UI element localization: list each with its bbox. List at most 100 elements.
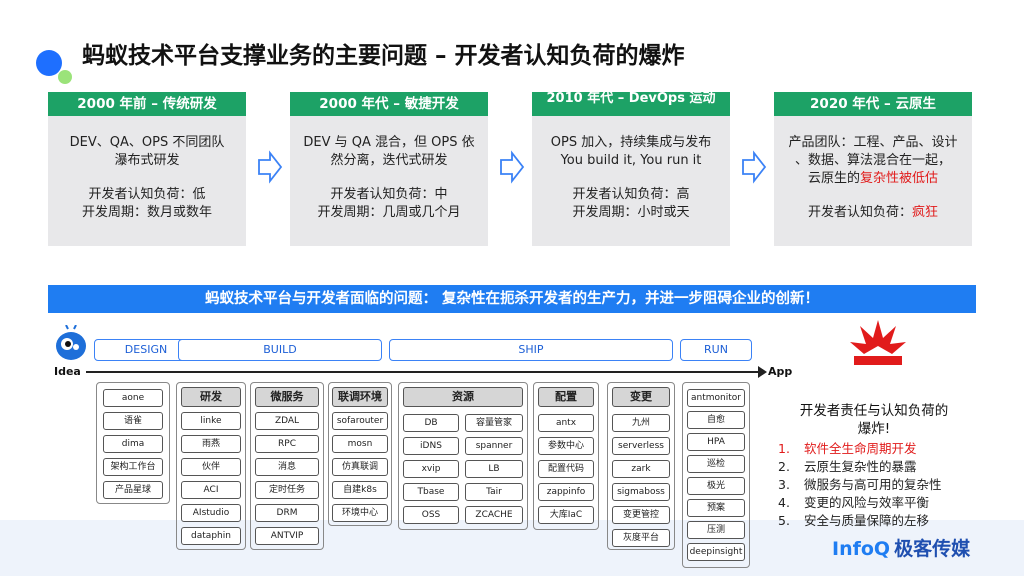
tool-group-header: 资源 — [403, 387, 523, 407]
tool-chip: LB — [465, 460, 523, 478]
tool-chip: 自建k8s — [332, 481, 388, 499]
side-title: 开发者责任与认知负荷的 爆炸! — [799, 403, 949, 437]
tool-chip: 参数中心 — [538, 437, 594, 455]
tool-chip: aone — [103, 389, 163, 407]
era-line: You build it, You run it — [560, 153, 702, 168]
slide-title: 蚂蚁技术平台支撑业务的主要问题 – 开发者认知负荷的爆炸 — [82, 43, 685, 69]
tools-dev: 研发 linke 雨燕 伙伴 ACI AIstudio dataphin — [176, 382, 246, 550]
axis-start-label: Idea — [54, 365, 81, 378]
tool-chip: 容量管家 — [465, 414, 523, 432]
tool-group-header: 研发 — [181, 387, 241, 407]
era-card-traditional: 2000 年前 – 传统研发 DEV、QA、OPS 不同团队 瀑布式研发 开发者… — [48, 92, 246, 246]
tool-chip: 预案 — [687, 499, 745, 517]
tools-resource: 资源 DB 容量管家 iDNS spanner xvip LB Tbase Ta… — [398, 382, 528, 530]
phase-run: RUN — [680, 339, 752, 361]
tool-chip: OSS — [403, 506, 459, 524]
tool-chip: 雨燕 — [181, 435, 241, 453]
tool-chip: ZDAL — [255, 412, 319, 430]
side-list-item: 3.微服务与高可用的复杂性 — [778, 477, 942, 492]
era-body: OPS 加入，持续集成与发布 You build it, You run it … — [538, 134, 724, 222]
tool-chip: 伙伴 — [181, 458, 241, 476]
axis-arrowhead-icon — [758, 366, 767, 378]
tool-chip: 压测 — [687, 521, 745, 539]
era-load: 开发者认知负荷：高 — [572, 187, 690, 202]
era-header: 2000 年代 – 敏捷开发 — [290, 92, 488, 116]
tool-chip: 九州 — [612, 414, 670, 432]
tools-change: 变更 九州 serverless zark sigmaboss 变更管控 灰度平… — [607, 382, 675, 550]
tool-group-header: 配置 — [538, 387, 594, 407]
tool-chip: dataphin — [181, 527, 241, 545]
tool-chip: 变更管控 — [612, 506, 670, 524]
tool-chip: linke — [181, 412, 241, 430]
tool-chip: 配置代码 — [538, 460, 594, 478]
tool-chip: antx — [538, 414, 594, 432]
era-line: DEV 与 QA 混合，但 OPS 依 — [303, 135, 475, 150]
tool-chip: 架构工作台 — [103, 458, 163, 476]
era-line: OPS 加入，持续集成与发布 — [550, 135, 712, 150]
tools-env: 联调环境 sofarouter mosn 仿真联调 自建k8s 环境中心 — [328, 382, 392, 526]
era-body: 产品团队：工程、产品、设计 、数据、算法混合在一起， 云原生的复杂性被低估 开发… — [780, 134, 966, 222]
phase-build: BUILD — [178, 339, 382, 361]
tool-chip: ACI — [181, 481, 241, 499]
side-list-item: 2.云原生复杂性的暴露 — [778, 459, 917, 474]
era-header: 2000 年前 – 传统研发 — [48, 92, 246, 116]
tool-chip: DB — [403, 414, 459, 432]
era-load: 开发者认知负荷：中 — [330, 187, 448, 202]
decor-dot-green — [58, 70, 72, 84]
phase-design: DESIGN — [94, 339, 198, 361]
era-card-cloud-native: 2020 年代 – 云原生 产品团队：工程、产品、设计 、数据、算法混合在一起，… — [774, 92, 972, 246]
tool-group-header: 变更 — [612, 387, 670, 407]
tool-chip: sigmaboss — [612, 483, 670, 501]
tool-chip: antmonitor — [687, 389, 745, 407]
tool-chip: DRM — [255, 504, 319, 522]
tool-chip: 巡检 — [687, 455, 745, 473]
era-line: 、数据、算法混合在一起， — [794, 153, 951, 168]
era-card-agile: 2000 年代 – 敏捷开发 DEV 与 QA 混合，但 OPS 依 然分离，迭… — [290, 92, 488, 246]
tool-chip: sofarouter — [332, 412, 388, 430]
phase-ship: SHIP — [389, 339, 673, 361]
era-cycle: 开发周期：小时或天 — [572, 205, 690, 220]
tool-chip: HPA — [687, 433, 745, 451]
tool-chip: xvip — [403, 460, 459, 478]
tools-design: aone 语雀 dima 架构工作台 产品星球 — [96, 382, 170, 504]
era-line: 然分离，迭代式研发 — [330, 153, 448, 168]
tool-chip: dima — [103, 435, 163, 453]
era-load: 开发者认知负荷：疯狂 — [807, 205, 939, 220]
side-list-item: 4.变更的风险与效率平衡 — [778, 495, 930, 510]
era-card-devops: 2010 年代 – DevOps 运动 OPS 加入，持续集成与发布 You b… — [532, 92, 730, 246]
tool-chip: zappinfo — [538, 483, 594, 501]
explosion-icon — [850, 320, 906, 365]
tool-chip: 消息 — [255, 458, 319, 476]
tool-chip: deepinsight — [687, 543, 745, 561]
era-cycle: 开发周期：几周或几个月 — [317, 205, 461, 220]
era-header: 2020 年代 – 云原生 — [774, 92, 972, 116]
tool-group-header: 微服务 — [255, 387, 319, 407]
era-line: DEV、QA、OPS 不同团队 — [69, 135, 225, 150]
side-list-item: 5.安全与质量保障的左移 — [778, 513, 930, 528]
era-line: 产品团队：工程、产品、设计 — [788, 135, 958, 150]
tool-chip: spanner — [465, 437, 523, 455]
tool-chip: 极光 — [687, 477, 745, 495]
tools-config: 配置 antx 参数中心 配置代码 zappinfo 大库IaC — [533, 382, 599, 530]
tool-chip: AIstudio — [181, 504, 241, 522]
era-header: 2010 年代 – DevOps 运动 — [532, 92, 730, 116]
era-cycle: 开发周期：数月或数年 — [81, 205, 212, 220]
arrow-right-icon — [500, 150, 525, 184]
era-line: 瀑布式研发 — [114, 153, 180, 168]
tool-chip: mosn — [332, 435, 388, 453]
arrow-right-icon — [258, 150, 283, 184]
era-body: DEV、QA、OPS 不同团队 瀑布式研发 开发者认知负荷：低 开发周期：数月或… — [54, 134, 240, 222]
era-load: 开发者认知负荷：低 — [88, 187, 206, 202]
tool-chip: 环境中心 — [332, 504, 388, 522]
tool-chip: 产品星球 — [103, 481, 163, 499]
decor-dot-blue — [36, 50, 62, 76]
tool-chip: zark — [612, 460, 670, 478]
axis-end-label: App — [768, 365, 793, 378]
ant-mascot-icon — [56, 325, 86, 360]
tools-run: antmonitor 自愈 HPA 巡检 极光 预案 压测 deepinsigh… — [682, 382, 750, 568]
era-line: 云原生的复杂性被低估 — [807, 171, 939, 186]
tool-chip: 仿真联调 — [332, 458, 388, 476]
tool-chip: iDNS — [403, 437, 459, 455]
era-body: DEV 与 QA 混合，但 OPS 依 然分离，迭代式研发 开发者认知负荷：中 … — [296, 134, 482, 222]
